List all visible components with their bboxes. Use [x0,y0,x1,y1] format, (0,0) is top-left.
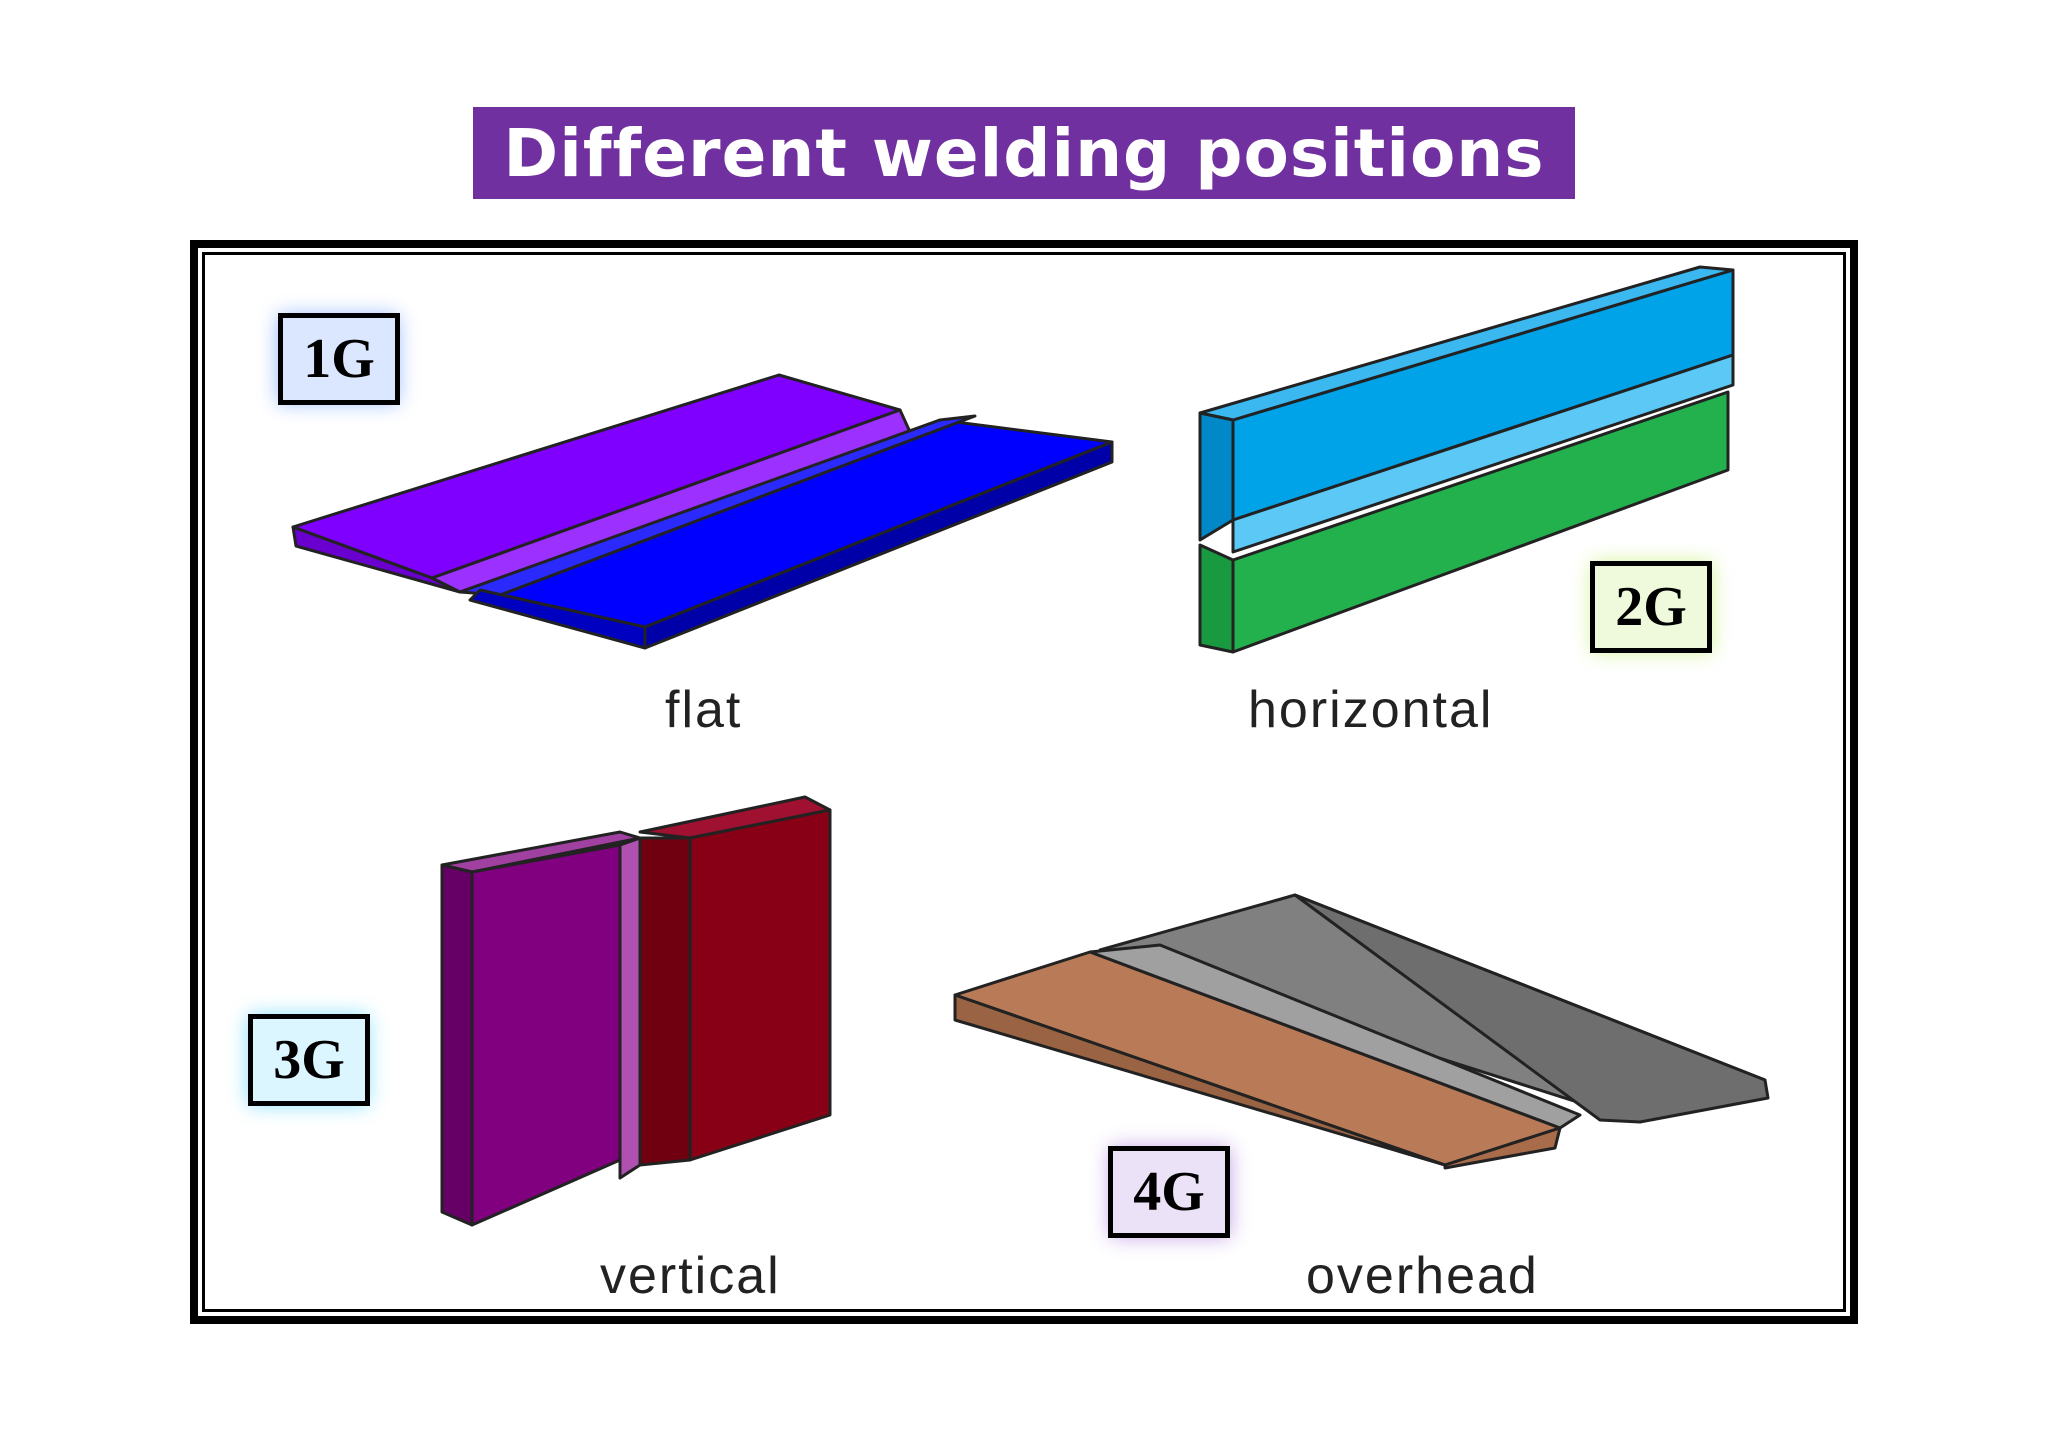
vertical-weld-illustration [440,795,832,1227]
caption-flat: flat [665,681,743,739]
overhead-plate-left-front [1443,1126,1562,1170]
flat-plate-right-side [643,440,1114,650]
vertical-plate-left-bevel [618,836,642,1180]
vertical-plate-left-front [470,843,622,1227]
badge-1g: 1G [278,313,400,405]
vertical-plate-right-front [688,808,832,1162]
horizontal-weld-illustration [1198,265,1735,654]
overhead-plate-left-edge [953,993,1447,1167]
page-title: Different welding positions [503,114,1545,192]
badge-2g: 2G [1590,561,1712,653]
vertical-plate-left-side [440,863,474,1227]
flat-weld-illustration [291,373,1114,650]
caption-vertical: vertical [600,1247,781,1305]
caption-horizontal: horizontal [1248,681,1494,739]
horizontal-bevel [1231,353,1735,554]
title-banner: Different welding positions [473,107,1575,199]
diagram-inner-frame [202,252,1846,1312]
horizontal-plate-bottom-side [1198,543,1235,654]
badge-3g: 3G [248,1014,370,1106]
overhead-plate-right-edge [1293,893,1770,1124]
badge-4g: 4G [1108,1146,1230,1238]
horizontal-plate-top-side [1198,411,1235,542]
overhead-weld-illustration [953,893,1770,1170]
vertical-plate-right-bevel [638,836,692,1167]
caption-overhead: overhead [1306,1247,1539,1305]
